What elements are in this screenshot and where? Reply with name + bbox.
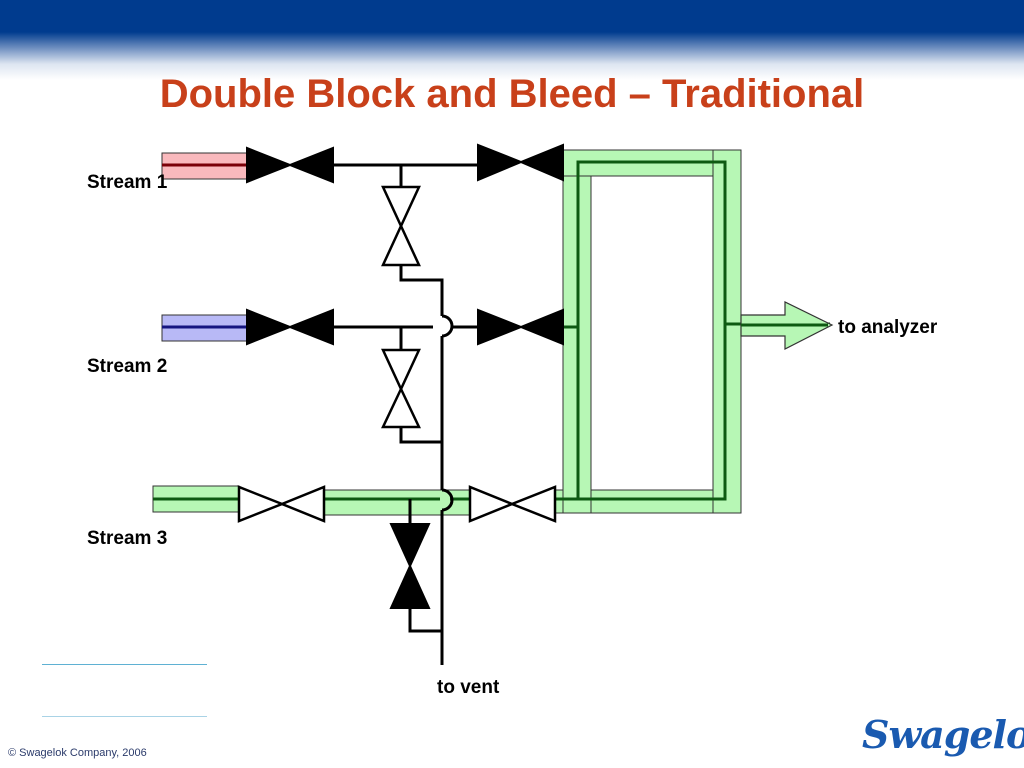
stream2-bleed-valve[interactable] [381,348,421,429]
vent-crossover-hop-2 [441,488,454,512]
stream3-label: Stream 3 [87,528,167,549]
stream2-bleed-to-vent [399,427,442,444]
stream3-block-valve-2[interactable] [468,485,557,523]
stream2-block-valve-1[interactable] [246,308,334,346]
stream2-block-valve-2[interactable] [477,308,564,346]
header-band [0,0,1024,80]
stream3-bleed-valve[interactable] [389,523,431,609]
vent-crossover-hop-1 [441,314,454,338]
slide-title: Double Block and Bleed – Traditional [159,72,865,116]
stream2-label: Stream 2 [87,356,167,377]
to-vent-label: to vent [437,677,500,698]
stream3-bleed-to-vent [408,608,442,633]
stream1-block-valve-2[interactable] [477,143,564,182]
stream1-block-valve-1[interactable] [246,146,334,184]
stream1-bleed-valve[interactable] [381,185,421,267]
analyzer-flow-line [555,160,727,501]
footer-divider-top [42,664,207,665]
stream1-label: Stream 1 [87,172,168,193]
swagelok-logo: Swagelok [862,712,1024,757]
stream1-bleed-to-vent [399,265,444,316]
footer-divider-bottom [42,716,207,717]
manifold-right-band [712,149,742,514]
stream3-block-valve-1[interactable] [237,485,326,523]
to-analyzer-label: to analyzer [838,317,938,338]
copyright-text: © Swagelok Company, 2006 [8,747,147,759]
